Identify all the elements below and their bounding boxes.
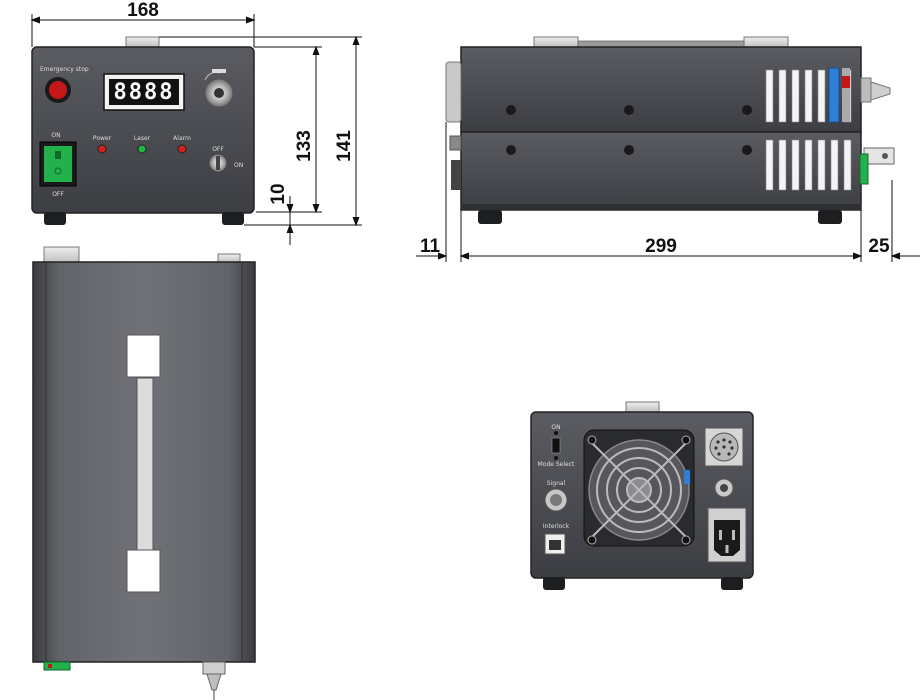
key-switch-off-label: OFF <box>212 146 224 153</box>
indicator-laser-label: Laser <box>134 135 151 142</box>
side-foot-right <box>818 210 842 224</box>
rear-label-interlock: Interlock <box>543 523 570 530</box>
rear-view: ON Mode Select Signal Interlock <box>530 401 754 590</box>
emergency-stop-label: Emergency stop <box>40 66 89 73</box>
power-inlet[interactable] <box>707 507 747 563</box>
top-view <box>32 246 256 700</box>
indicator-alarm-label: Alarm <box>173 135 191 142</box>
top-handle-bracket-upper <box>126 334 161 378</box>
indicator-power-label: Power <box>93 135 112 142</box>
rear-foot-right <box>721 577 743 590</box>
top-handle-bar <box>136 377 154 551</box>
front-view: Emergency stop 8888 ON OFF Power Laser A… <box>31 36 255 225</box>
dim-foot-height: 10 <box>268 183 289 204</box>
dim-front-protrusion: 11 <box>420 236 441 257</box>
rear-foot-left <box>543 577 565 590</box>
front-foot-right <box>222 212 244 225</box>
front-foot-left <box>44 212 66 225</box>
side-body-upper <box>460 46 862 133</box>
dim-side-length: 299 <box>645 236 677 257</box>
side-foot-left <box>478 210 502 224</box>
dim-front-width: 168 <box>127 0 159 21</box>
side-body-lower <box>460 131 862 211</box>
side-view <box>445 36 895 224</box>
rear-label-on: ON <box>551 424 560 431</box>
rear-bracket-side <box>859 147 895 185</box>
side-dimensions <box>416 122 920 262</box>
cooling-fan <box>583 429 695 547</box>
rear-label-mode: Mode Select <box>538 461 575 468</box>
indicator-power-led <box>97 144 107 154</box>
display-digits: 8888 <box>114 80 175 105</box>
front-body <box>31 46 255 214</box>
side-screws <box>506 105 752 155</box>
top-handle-bracket-lower <box>126 549 161 593</box>
top-fiber-connector <box>202 661 226 700</box>
blue-connector <box>828 67 840 123</box>
front-dimensions <box>30 14 362 245</box>
power-switch-on-label: ON <box>51 132 60 139</box>
top-green-switch <box>43 661 71 671</box>
fiber-connector-side <box>860 77 891 103</box>
vent-slots-lower <box>765 139 852 191</box>
emergency-stop-cap <box>49 81 67 99</box>
power-switch-off-label: OFF <box>52 191 64 198</box>
mode-select-switch[interactable] <box>551 437 561 454</box>
key-switch-on-label: ON <box>234 162 243 169</box>
indicator-alarm-led <box>177 144 187 154</box>
dim-front-total-height: 141 <box>334 130 355 162</box>
dim-rear-protrusion: 25 <box>868 236 890 257</box>
indicator-laser-led <box>137 144 147 154</box>
multi-pin-connector <box>704 427 744 467</box>
dim-front-body-height: 133 <box>294 130 315 162</box>
rear-label-signal: Signal <box>547 480 566 487</box>
front-protrusion-knob <box>445 61 462 123</box>
